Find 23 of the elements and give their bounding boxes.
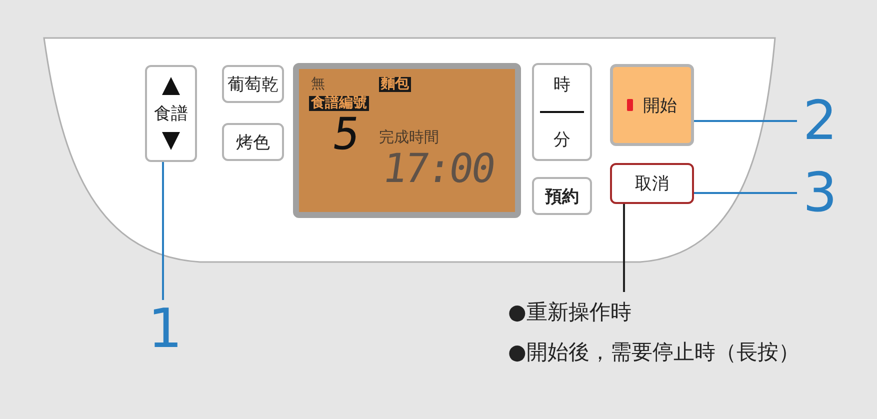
raisin-button: 葡萄乾 [222,65,284,103]
note-text: ●開始後，需要停止時（長按） [508,339,800,366]
lcd-indicator: 無 [311,77,325,92]
note-text: ●重新操作時 [508,299,632,326]
cancel-button: 取消 [610,163,694,204]
callout-number: 3 [797,164,843,222]
callout-number: 2 [797,92,843,150]
lcd-display [293,63,521,218]
timer-button: 預約 [532,177,592,215]
leader-line [694,192,797,194]
callout-number: 1 [148,300,180,358]
leader-line [162,162,164,300]
leader-line [694,120,797,122]
lcd-label: 完成時間 [379,129,439,146]
lcd-indicator: 食譜編號 [309,96,369,112]
lcd-time-readout: 17:00 [380,147,497,191]
leader-line [623,204,625,292]
browning-button: 烤色 [222,123,284,161]
hour-minute-button: 時 分 [532,63,592,161]
recipe-button: 食譜 [145,65,197,162]
start-button: 開始 [610,64,694,146]
lcd-indicator: 麵包 [379,77,411,92]
lcd-digit: 5 [330,113,363,157]
